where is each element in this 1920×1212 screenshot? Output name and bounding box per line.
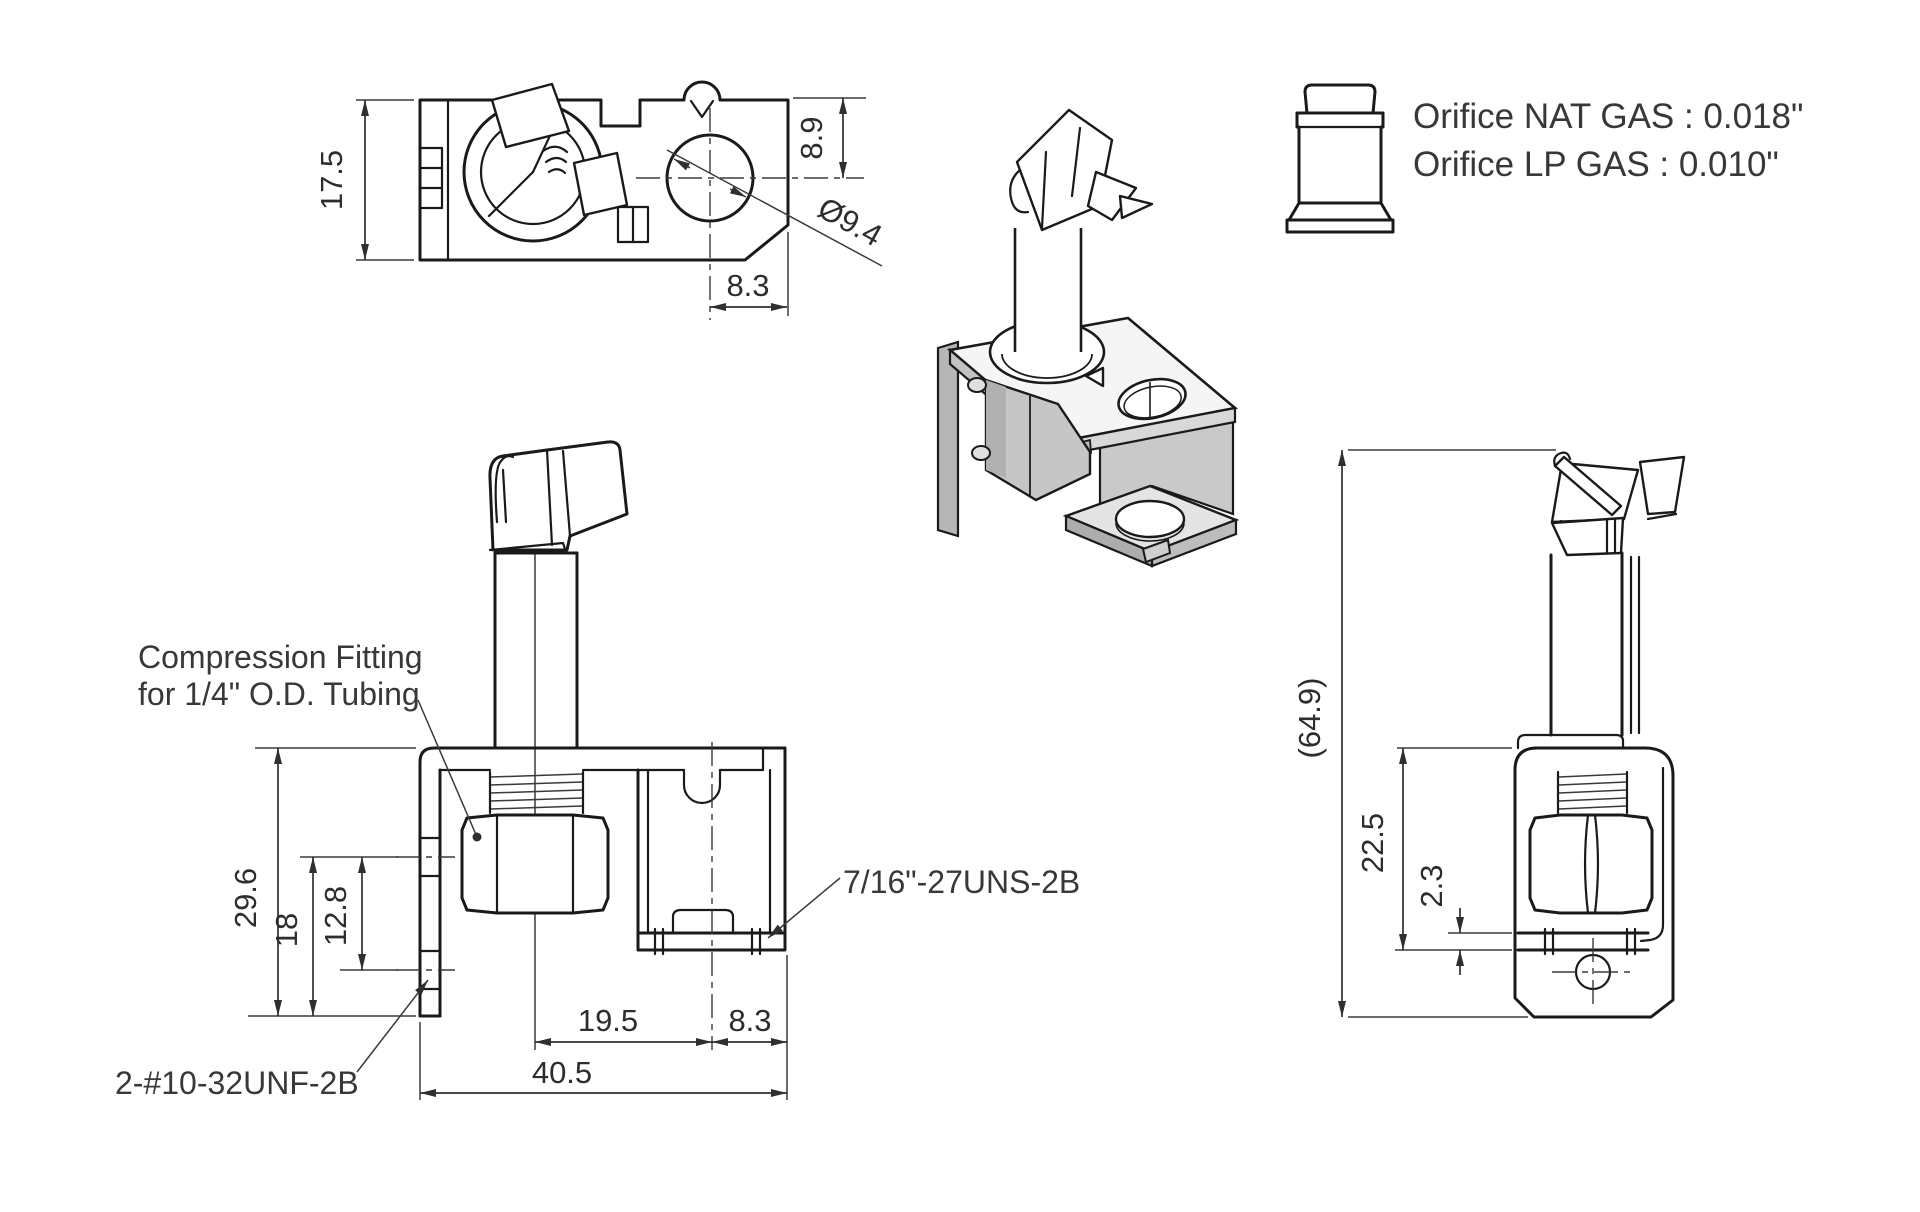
orifice-cap (1303, 83, 1377, 115)
iso-plate-hole (1117, 377, 1187, 421)
iso-hood-tip (1118, 194, 1154, 220)
front-hex-nut (460, 813, 610, 915)
dim-hole-dia: Ø9.4 (812, 190, 888, 253)
orifice-base-flare (1287, 201, 1393, 222)
electrode-coil (541, 145, 569, 175)
iso-tube-body (1015, 228, 1081, 352)
front-bump (671, 908, 735, 935)
clip-slot (418, 146, 444, 210)
dim-slot-to-edge: 8.3 (728, 1003, 771, 1038)
label-stud-thread: 2-#10-32UNF-2B (115, 1065, 359, 1101)
dim-bracket-height: 29.6 (228, 868, 263, 928)
side-hood-strip (1553, 455, 1623, 517)
label-compression-fitting-1: Compression Fitting (138, 639, 423, 675)
orifice-note-lp: Orifice LP GAS : 0.010" (1413, 145, 1779, 184)
side-bracket-outline (1513, 746, 1675, 1019)
iso-hood-curl (1009, 168, 1030, 214)
dim-top-height: 17.5 (314, 150, 349, 210)
hood-flap-top (490, 82, 571, 149)
dim-body-height: 22.5 (1355, 813, 1390, 873)
front-hood (488, 440, 629, 552)
hood-flap-right (572, 151, 629, 217)
dim-overall-height: (64.9) (1292, 678, 1327, 759)
iso-hood-wing (1086, 170, 1138, 222)
label-compression-fitting-2: for 1/4" O.D. Tubing (138, 676, 420, 712)
dim-center-to-slot: 19.5 (578, 1003, 638, 1038)
iso-hex-shade (986, 380, 1006, 478)
iso-stud-2 (971, 445, 991, 461)
side-hex-nut (1528, 813, 1654, 915)
screw-slot-mark (689, 99, 715, 119)
side-hood-neck (1550, 516, 1625, 557)
iso-tab-edge-left (1064, 514, 1154, 568)
dim-flange-thickness: 2.3 (1414, 864, 1449, 907)
iso-stud-1 (967, 377, 987, 393)
orifice-base (1285, 218, 1395, 234)
iso-tab-hole (1114, 499, 1186, 539)
orifice-note-nat: Orifice NAT GAS : 0.018" (1413, 97, 1803, 136)
front-hood-curl (494, 455, 515, 524)
front-view: 29.6 18 12.8 19.5 8.3 40.5 Compression F… (115, 440, 1080, 1101)
dim-hole-offset: 8.9 (794, 116, 829, 159)
front-slot (682, 768, 722, 805)
iso-tab-notch (1141, 538, 1172, 564)
side-hood-wing (1638, 455, 1686, 516)
dim-hole-to-edge: 8.3 (726, 268, 769, 303)
side-view: (64.9) 22.5 2.3 (1292, 449, 1686, 1019)
front-compression-fitting (460, 770, 610, 915)
dim-overall-width: 40.5 (532, 1055, 592, 1090)
label-nut-thread: 7/16"-27UNS-2B (843, 864, 1080, 900)
dim-hole-to-bottom: 18 (269, 913, 304, 947)
leader-dot (472, 832, 482, 842)
isometric-view (936, 108, 1240, 568)
iso-back-wall (936, 340, 960, 538)
top-view: 17.5 8.9 Ø9.4 8.3 (314, 80, 888, 320)
dim-hole-spacing: 12.8 (318, 886, 353, 946)
orifice-detail: Orifice NAT GAS : 0.018" Orifice LP GAS … (1285, 83, 1803, 234)
iso-triangle-mark (1084, 366, 1105, 388)
tab-detail (616, 205, 650, 244)
